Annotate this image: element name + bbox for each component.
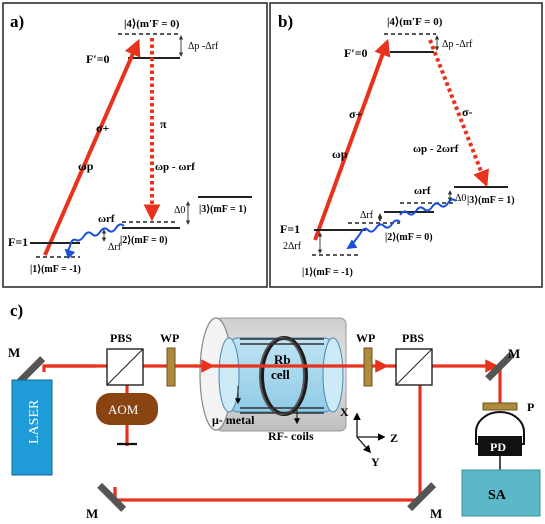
pbs-left-diagonal [106,348,144,386]
a-sigma-plus-label: σ+ [96,121,110,135]
panel-c: c) M M M M [8,301,541,521]
b-omega-p-minus-2rf-label: ωp - 2ωrf [413,143,459,155]
mirror-m1-label: M [8,345,20,360]
axis-y-arrow [356,436,372,454]
b-delta-rf-label: Δrf [360,210,374,221]
waveplate-right-label: WP [356,331,375,345]
a-detuning-top-label: Δp -Δrf [188,41,219,52]
a-f-prime-label: F′=0 [86,52,110,66]
waveplate-left [166,347,176,387]
aom-label: AOM [108,402,139,417]
a-state-2-label: |2⟩(mF = 0) [120,235,168,246]
pbs-right-diagonal [395,348,433,386]
b-state-1-label: |1⟩(mF = -1) [302,267,353,278]
panel-b-frame [269,2,543,288]
polarizer-label: P [527,400,534,414]
b-rf-wavy-upper [399,198,457,216]
a-state-4-label: |4⟩(m′F = 0) [124,18,180,30]
axis-x-label: X [340,405,349,419]
aom-box [96,393,158,425]
rb-cell-label-line1: Rb [274,352,291,367]
spectrum-analyzer-box [461,469,541,517]
panel-a-frame [2,2,268,288]
a-sigma-plus-arrow [43,38,141,256]
mu-metal-label: μ- metal [212,413,255,427]
axis-y-label: Y [371,455,380,469]
b-rf-wavy-lower [346,219,401,250]
a-ground-f-label: F=1 [8,235,28,249]
a-state-1-label: |1⟩(mF = -1) [30,264,81,275]
waveplate-right [363,347,373,387]
pbs-right-label: PBS [402,331,424,345]
a-omega-p-label: ωp [78,159,94,173]
rb-cell-window-right [322,337,344,413]
b-sigma-minus-arrow [428,39,489,188]
b-f-prime-label: F′=0 [344,46,368,60]
a-delta-rf-label: Δrf [108,242,122,253]
rb-cell-label-line2: cell [271,367,290,382]
rf-coils-label: RF- coils [268,429,314,443]
spectrum-analyzer-label: SA [488,488,507,503]
photodiode-body [478,436,522,456]
b-sigma-minus-label: σ- [462,105,473,119]
mirror-m4 [407,482,437,512]
a-pi-label: π [160,117,167,131]
rf-coil-front-inner [259,337,305,415]
b-omega-rf-label: ωrf [414,185,431,197]
polarizer [482,402,518,411]
waveplate-left-label: WP [160,331,179,345]
b-omega-p-label: ωp [332,147,348,161]
photodiode-label: PD [490,440,506,454]
rb-cell-window-left [218,337,240,413]
panel-a: a) |4⟩(m′F = 0) F′=0 Δp -Δrf σ+ ωp π ωp … [2,2,268,288]
panel-b: b) |4⟩(m′F = 0) F′=0 Δp -Δrf σ+ ωp σ- ωp… [269,2,543,288]
a-omega-rf-label: ωrf [98,213,115,225]
mirror-m3-label: M [86,506,98,521]
beam-bottom-arm [113,487,420,502]
b-two-delta-rf-label: 2Δrf [283,241,302,252]
a-state-3-label: |3⟩(mF = 1) [199,204,247,215]
panel-b-label: b) [278,12,293,31]
panel-a-label: a) [10,12,24,31]
panel-c-label: c) [10,301,23,320]
a-rf-wavy-arrow [64,223,125,260]
b-state-2-label: |2⟩(mF = 0) [385,232,433,243]
pbs-left-label: PBS [110,331,132,345]
mirror-m2 [485,352,515,382]
laser-label: LASER [27,399,42,444]
rf-coil-windings [240,338,324,414]
b-ground-f-label: F=1 [280,222,300,236]
b-delta-0-label: Δ0 [455,193,466,204]
b-sigma-plus-arrow [313,38,391,241]
b-sigma-plus-label: σ+ [349,107,363,121]
mirror-m1 [16,356,46,386]
a-omega-p-minus-rf-label: ωp - ωrf [155,161,195,173]
axis-z-label: Z [390,431,398,445]
mirror-m4-label: M [430,506,442,521]
a-delta-0-label: Δ0 [174,205,185,216]
mirror-m3 [97,482,127,512]
b-state-4-label: |4⟩(m′F = 0) [387,16,443,28]
b-state-3-label: |3⟩(mF = 1) [467,195,515,206]
laser-box [11,379,53,476]
mirror-m2-label: M [508,346,520,361]
b-detuning-top-label: Δp -Δrf [442,39,473,50]
